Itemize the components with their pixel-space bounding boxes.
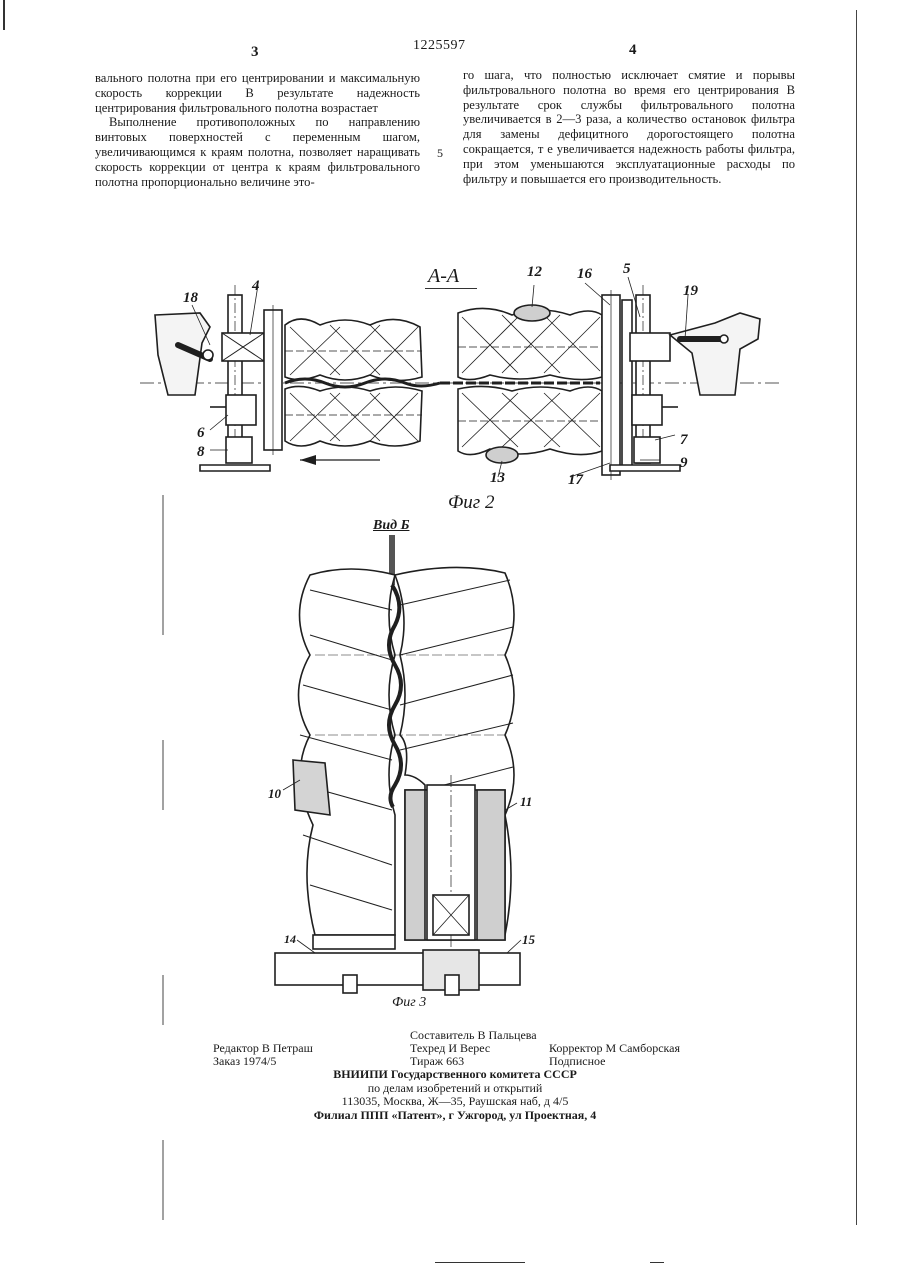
- page-number-left: 3: [251, 44, 259, 61]
- callout-9: 9: [680, 455, 688, 472]
- imprint-org-line: ВНИИПИ Государственного комитета СССР: [230, 1068, 680, 1082]
- view-b-label: Вид Б: [373, 518, 409, 534]
- imprint-techred: Техред И Верес: [410, 1041, 490, 1055]
- paragraph: вального полотна при его центрировании и…: [95, 71, 420, 115]
- bottom-scan-mark: [435, 1262, 525, 1263]
- figure-2-caption: Фиг 2: [448, 492, 494, 514]
- paragraph: го шага, что полностью исключает смятие …: [463, 68, 795, 186]
- callout-8: 8: [197, 444, 205, 461]
- patent-number: 1225597: [413, 38, 466, 54]
- callout-17: 17: [568, 472, 583, 489]
- left-margin-mark: [162, 740, 164, 810]
- paragraph: Выполнение противоположных по направлени…: [95, 115, 420, 189]
- callout-18: 18: [183, 290, 198, 307]
- imprint-org-line: Филиал ППП «Патент», г Ужгород, ул Проек…: [230, 1109, 680, 1123]
- bottom-scan-mark: [650, 1262, 664, 1263]
- callout-5: 5: [623, 261, 631, 278]
- imprint-org-line: 113035, Москва, Ж—35, Раушская наб, д 4/…: [230, 1095, 680, 1109]
- imprint-organization: ВНИИПИ Государственного комитета СССР по…: [230, 1068, 680, 1122]
- callout-13: 13: [490, 470, 505, 487]
- figure-3-caption: Фиг 3: [392, 995, 426, 1011]
- callout-14: 14: [284, 932, 296, 947]
- imprint-subscription: Подписное: [549, 1054, 606, 1068]
- callout-4: 4: [252, 278, 260, 295]
- callout-11: 11: [520, 794, 532, 810]
- imprint-composer: Составитель В Пальцева: [410, 1028, 537, 1042]
- text-column-right: го шага, что полностью исключает смятие …: [463, 68, 795, 186]
- right-scan-edge: [856, 10, 857, 1225]
- page-number-right: 4: [629, 42, 637, 59]
- imprint-circulation: Тираж 663: [410, 1054, 464, 1068]
- callout-12: 12: [527, 264, 542, 281]
- callout-19: 19: [683, 283, 698, 300]
- imprint-corrector: Корректор М Самборская: [549, 1041, 680, 1055]
- imprint-order: Заказ 1974/5: [213, 1054, 276, 1068]
- figure-3-drawing: [255, 535, 555, 1000]
- imprint-editor: Редактор В Петраш: [213, 1041, 313, 1055]
- callout-16: 16: [577, 266, 592, 283]
- imprint-org-line: по делам изобретений и открытий: [230, 1082, 680, 1096]
- section-label-underline: [425, 288, 477, 289]
- left-margin-mark: [162, 975, 164, 1025]
- callout-6: 6: [197, 425, 205, 442]
- text-column-left: вального полотна при его центрировании и…: [95, 71, 420, 189]
- callout-10: 10: [268, 786, 281, 802]
- section-label-a-a: А-А: [428, 265, 459, 288]
- line-number-marker: 5: [437, 146, 443, 161]
- top-left-scan-mark: [3, 0, 5, 30]
- callout-15: 15: [522, 932, 535, 948]
- callout-7: 7: [680, 432, 688, 449]
- left-margin-mark: [162, 1140, 164, 1220]
